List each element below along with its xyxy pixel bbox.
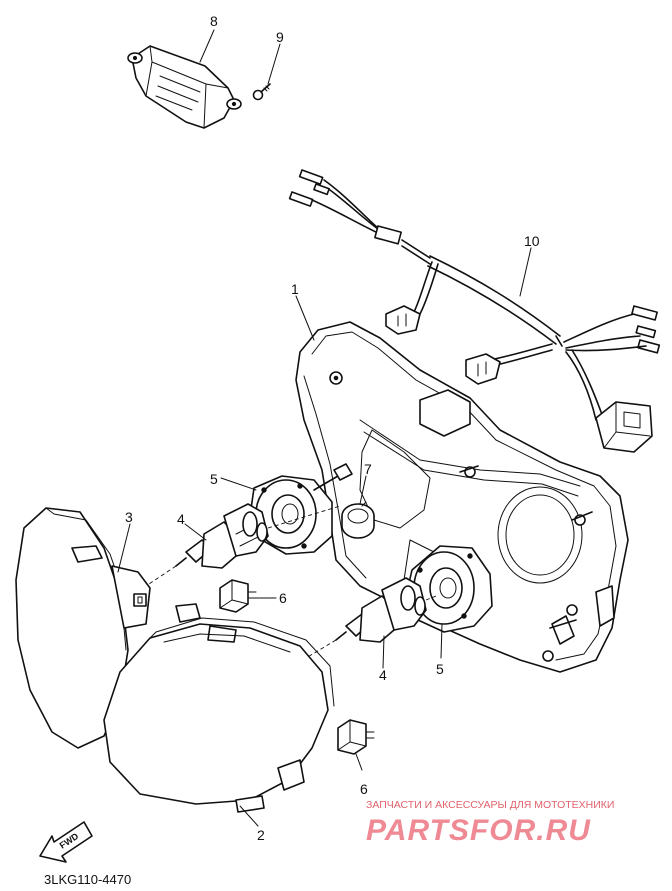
watermark: ЗАПЧАСТИ И АКСЕССУАРЫ ДЛЯ МОТОТЕХНИКИ PA… xyxy=(366,799,614,847)
part-8-lamp-housing xyxy=(127,45,242,129)
part-5-bulb-holder-lower xyxy=(405,545,493,633)
watermark-brand: PARTSFOR.RU xyxy=(366,814,591,847)
callout-8: 8 xyxy=(210,13,218,29)
part-2-headlight-right xyxy=(103,603,335,813)
callout-1: 1 xyxy=(291,281,299,297)
part-6-connector-upper xyxy=(219,579,257,613)
callout-3: 3 xyxy=(125,509,133,525)
leader-lines xyxy=(117,29,532,827)
watermark-tagline: ЗАПЧАСТИ И АКСЕССУАРЫ ДЛЯ МОТОТЕХНИКИ xyxy=(366,799,614,811)
callout-6-lower: 6 xyxy=(360,781,368,797)
callout-5-lower: 5 xyxy=(436,661,444,677)
part-4-bulb-upper xyxy=(139,503,341,591)
part-4-bulb-lower xyxy=(295,577,437,665)
forward-arrow-icon: FWD xyxy=(39,821,93,863)
callout-9: 9 xyxy=(276,29,284,45)
diagram-code: 3LKG110-4470 xyxy=(44,872,131,887)
callout-4-upper: 4 xyxy=(177,511,185,527)
callout-numbers: 1 2 3 4 4 5 5 6 6 7 8 9 10 xyxy=(125,13,540,843)
part-9-screw xyxy=(252,83,271,101)
callout-10: 10 xyxy=(524,233,540,249)
callout-2: 2 xyxy=(257,827,265,843)
callout-4-lower: 4 xyxy=(379,667,387,683)
part-7-grommet xyxy=(341,503,375,539)
callout-7: 7 xyxy=(364,461,372,477)
part-10-wire-harness xyxy=(288,169,661,453)
part-5-bulb-holder-upper xyxy=(249,463,353,555)
part-3-headlight-left xyxy=(15,507,151,749)
callout-6-upper: 6 xyxy=(279,590,287,606)
part-6-connector-lower xyxy=(337,719,375,755)
callout-5-upper: 5 xyxy=(210,471,218,487)
